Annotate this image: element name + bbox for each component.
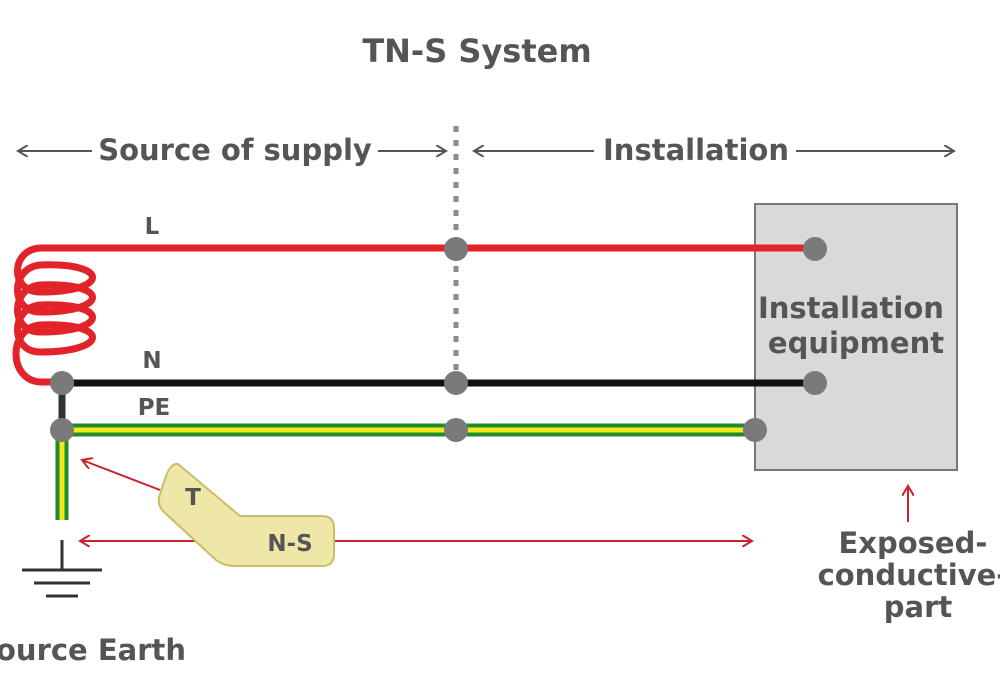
junction-pe-source bbox=[50, 418, 74, 442]
source-region-label: Source of supply bbox=[98, 133, 372, 167]
junction-pe-equipment bbox=[743, 418, 767, 442]
exposed-label-line2: conductive- bbox=[818, 558, 1000, 592]
junction-n-source bbox=[50, 371, 74, 395]
pe-conductor-label: PE bbox=[138, 395, 171, 421]
diagram-title: TN-S System bbox=[362, 32, 591, 70]
equipment-label-line2: equipment bbox=[768, 326, 944, 360]
system-type-second-letters: N-S bbox=[267, 531, 312, 557]
exposed-label-line3: part bbox=[884, 590, 953, 624]
exposed-conductive-part-label: Exposed- conductive- part bbox=[818, 526, 1000, 624]
junction-n-boundary bbox=[444, 371, 468, 395]
system-type-bubble bbox=[157, 462, 335, 567]
equipment-label-line1: Installation bbox=[758, 291, 944, 325]
junction-pe-boundary bbox=[444, 418, 468, 442]
system-type-first-letter: T bbox=[185, 485, 201, 511]
line-conductor-label: L bbox=[145, 214, 160, 240]
earth-symbol-icon bbox=[22, 540, 102, 598]
neutral-conductor-label: N bbox=[142, 348, 161, 374]
installation-equipment-label: Installation equipment bbox=[758, 291, 954, 360]
junction-l-boundary bbox=[444, 237, 468, 261]
transformer-coil bbox=[12, 244, 152, 386]
junction-n-equipment bbox=[803, 371, 827, 395]
exposed-label-line1: Exposed- bbox=[838, 526, 987, 560]
source-earth-label: ource Earth bbox=[0, 633, 186, 667]
installation-region-label: Installation bbox=[603, 133, 789, 167]
earth-point-arrow bbox=[82, 460, 161, 491]
junction-l-equipment bbox=[803, 237, 827, 261]
junction-points bbox=[50, 237, 827, 442]
